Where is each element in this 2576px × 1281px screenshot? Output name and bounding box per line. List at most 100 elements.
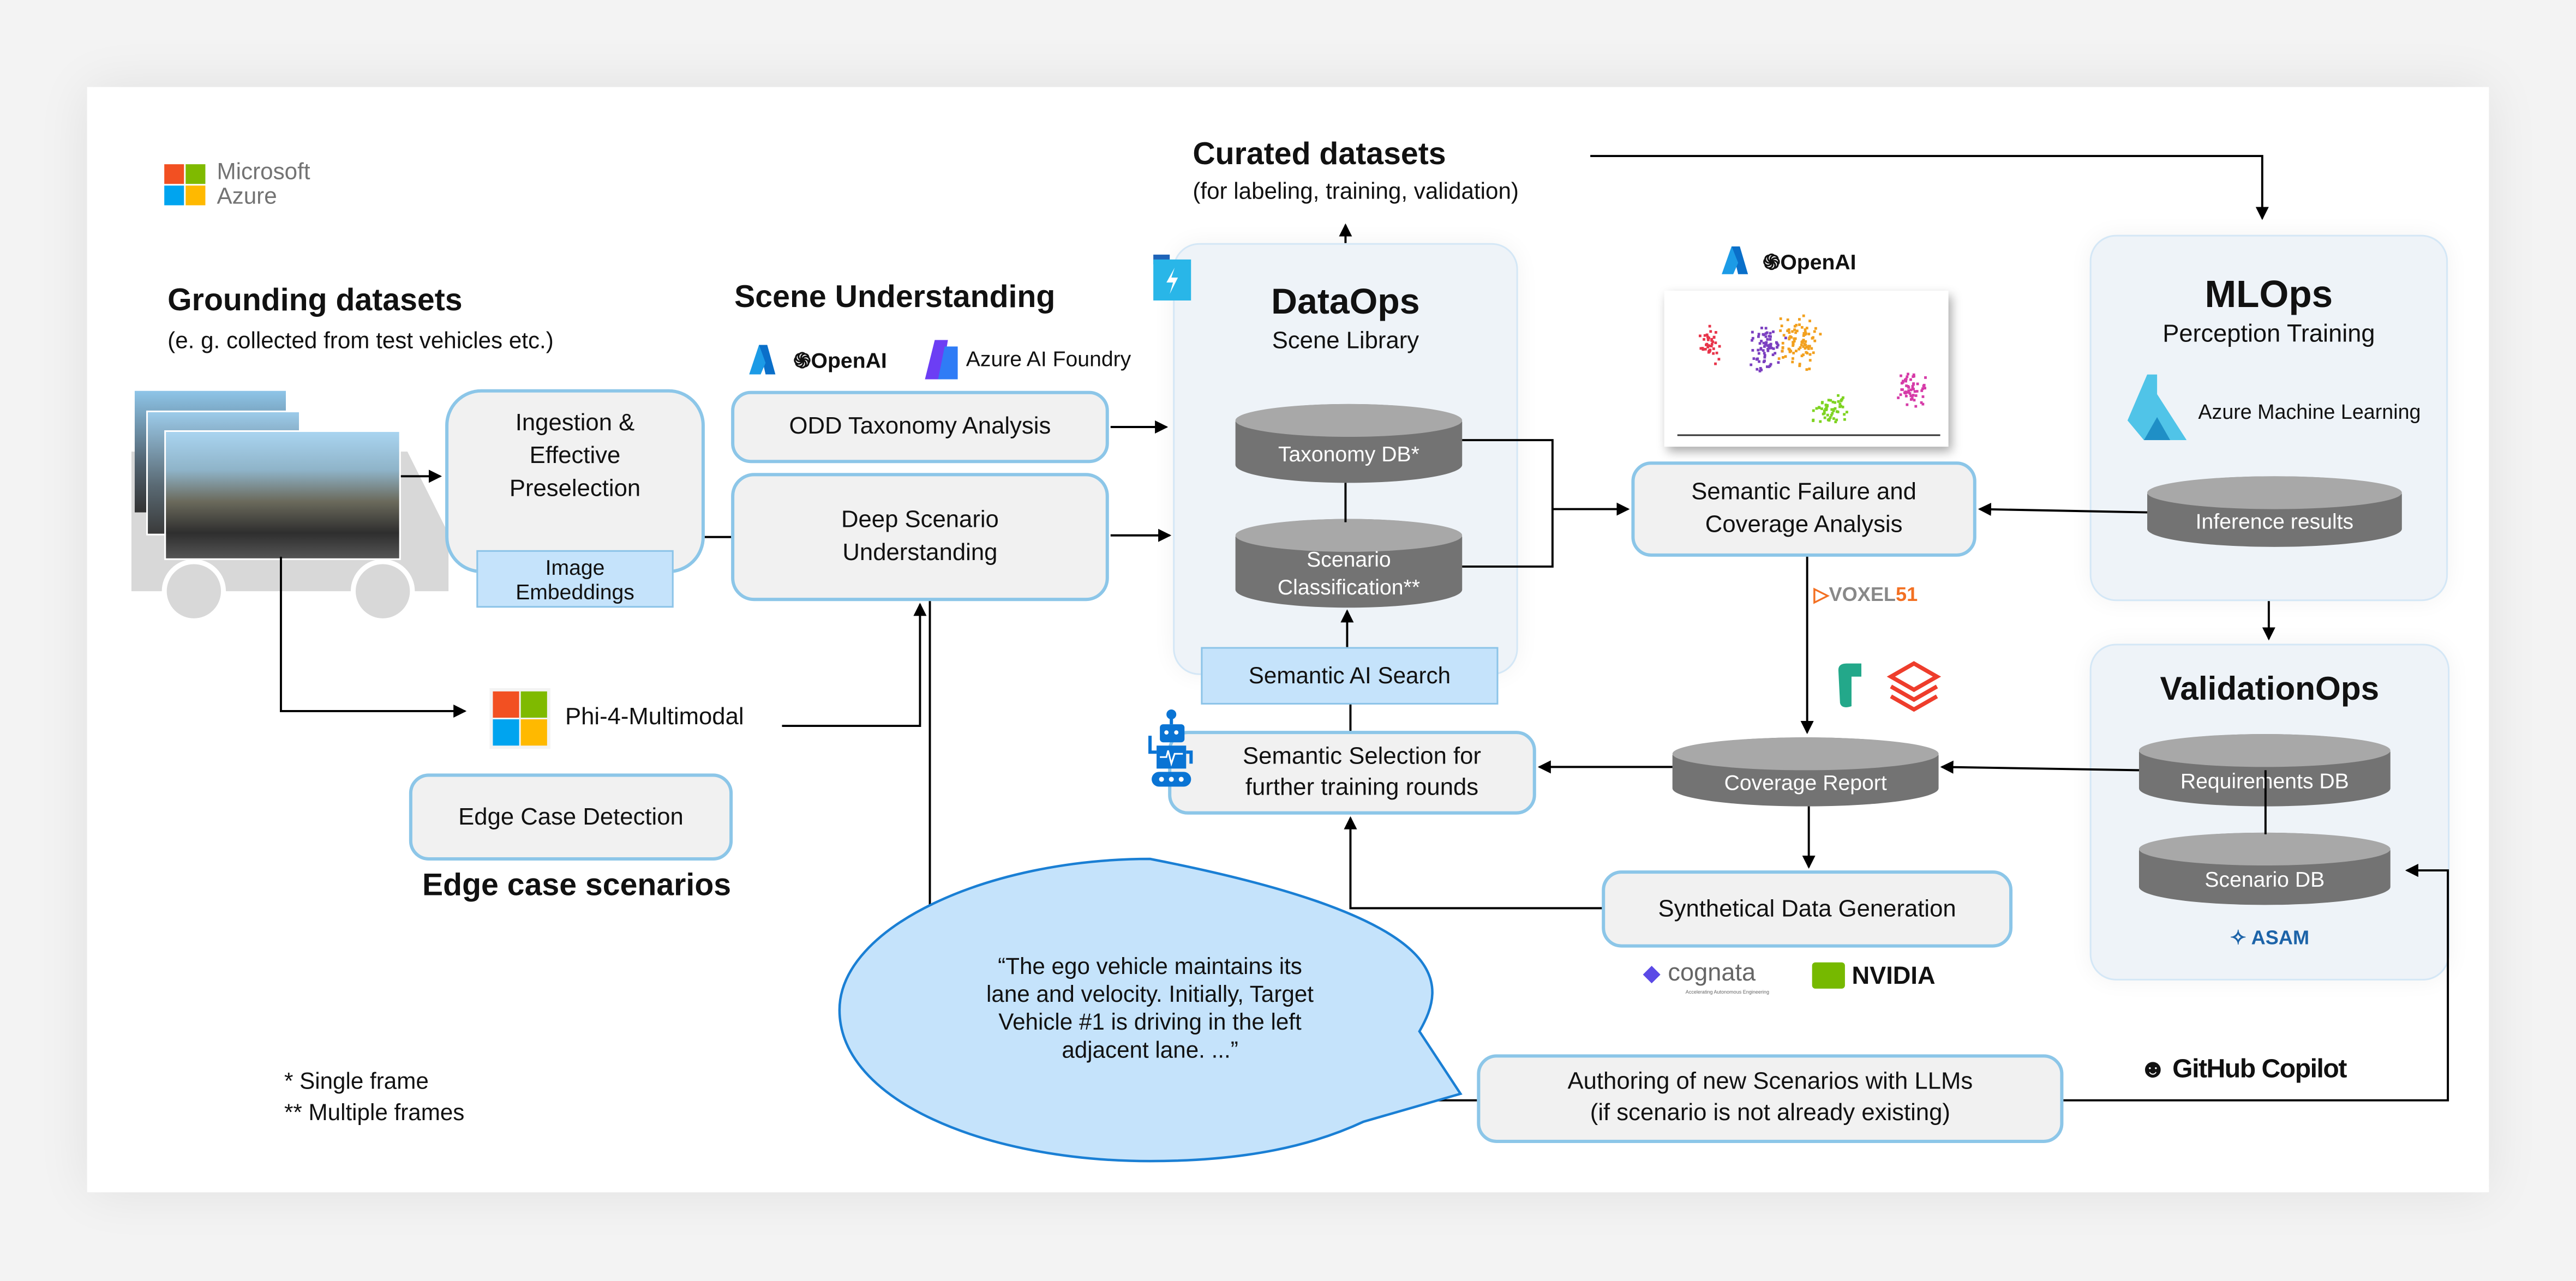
synthetical-data-generation-box[interactable]: Synthetical Data Generation bbox=[1602, 870, 2013, 948]
scatter-point bbox=[1771, 353, 1775, 356]
scatter-point bbox=[1808, 353, 1812, 356]
scatter-point bbox=[1706, 337, 1710, 340]
scatter-point bbox=[1712, 347, 1715, 350]
scatter-point bbox=[1824, 404, 1828, 406]
data-lake-icon bbox=[1153, 254, 1191, 301]
scatter-point bbox=[1813, 330, 1816, 333]
semantic-failure-coverage-analysis-box[interactable]: Semantic Failure and Coverage Analysis bbox=[1631, 461, 1976, 557]
scatter-point bbox=[1912, 383, 1915, 386]
scatter-point bbox=[1838, 405, 1841, 408]
scatter-point bbox=[1766, 338, 1769, 341]
odd-taxonomy-analysis-box[interactable]: ODD Taxonomy Analysis bbox=[731, 390, 1109, 464]
robot-icon bbox=[1148, 709, 1193, 787]
scatter-point bbox=[1703, 334, 1706, 337]
openai-label: OpenAI bbox=[1780, 249, 1856, 274]
ingestion-box[interactable]: Ingestion & Effective Preselection bbox=[445, 389, 705, 574]
coverage-report-label: Coverage Report bbox=[1724, 769, 1887, 795]
scatter-point bbox=[1924, 376, 1927, 379]
scatter-point bbox=[1768, 344, 1771, 347]
scatter-point bbox=[1786, 318, 1789, 321]
scatter-point bbox=[1751, 339, 1753, 342]
scatter-point bbox=[1905, 384, 1908, 387]
image-embeddings-box[interactable]: Image Embeddings bbox=[476, 550, 674, 608]
scatter-point bbox=[1805, 346, 1808, 349]
scatter-point bbox=[1706, 335, 1709, 339]
scatter-point bbox=[1808, 359, 1812, 362]
scatter-point bbox=[1712, 352, 1715, 355]
scatter-point bbox=[1829, 416, 1832, 419]
scatter-point bbox=[1762, 341, 1765, 345]
cognata-text: cognata bbox=[1668, 959, 1756, 987]
deep-scenario-understanding-box[interactable]: Deep Scenario Understanding bbox=[731, 473, 1109, 602]
scatter-point bbox=[1818, 406, 1820, 409]
scatter-point bbox=[1807, 346, 1810, 349]
scatter-point bbox=[1823, 410, 1826, 412]
microsoft-azure-wordmark: Microsoft Azure bbox=[217, 159, 310, 208]
scatter-point bbox=[1834, 420, 1837, 424]
scenario-db-cylinder[interactable]: Scenario DB bbox=[2138, 832, 2391, 905]
scatter-point bbox=[1912, 388, 1915, 390]
scatter-point bbox=[1757, 335, 1760, 338]
taxonomy-db-cylinder[interactable]: Taxonomy DB* bbox=[1235, 404, 1463, 483]
scenario-classification-cylinder[interactable]: Scenario Classification** bbox=[1235, 519, 1463, 608]
inference-results-label: Inference results bbox=[2195, 509, 2354, 534]
scatter-point bbox=[1812, 409, 1815, 412]
scatter-point bbox=[1763, 352, 1766, 355]
dataops-subtitle: Scene Library bbox=[1272, 328, 1419, 355]
brand-line2: Azure bbox=[217, 182, 277, 209]
scatter-point bbox=[1769, 338, 1772, 341]
scatter-point bbox=[1780, 324, 1783, 328]
scatter-point bbox=[1705, 343, 1708, 346]
scatter-point bbox=[1922, 383, 1926, 387]
coverage-report-cylinder[interactable]: Coverage Report bbox=[1672, 737, 1939, 807]
scatter-point bbox=[1781, 341, 1784, 345]
edge-case-detection-box[interactable]: Edge Case Detection bbox=[409, 773, 733, 861]
scatter-point bbox=[1834, 401, 1837, 404]
semantic-selection-box[interactable]: Semantic Selection for further training … bbox=[1168, 731, 1536, 815]
grounding-subtitle: (e. g. collected from test vehicles etc.… bbox=[167, 327, 554, 353]
scatter-point bbox=[1830, 413, 1833, 417]
scatter-point bbox=[1769, 335, 1772, 338]
scatter-point bbox=[1798, 364, 1801, 368]
scatter-point bbox=[1904, 394, 1908, 398]
scatter-point bbox=[1792, 357, 1794, 360]
scatter-point bbox=[1843, 413, 1846, 416]
cognata-logo: ◆ cognata Accelerating Autonomous Engine… bbox=[1643, 959, 1770, 995]
scatter-point bbox=[1831, 400, 1835, 404]
scatter-point bbox=[1779, 329, 1782, 332]
scatter-point bbox=[1916, 382, 1919, 386]
scatter-point bbox=[1777, 357, 1781, 360]
scatter-point bbox=[1756, 368, 1759, 371]
inference-results-cylinder[interactable]: Inference results bbox=[2147, 476, 2402, 547]
scatter-point bbox=[1791, 330, 1794, 333]
scatter-point bbox=[1775, 341, 1778, 344]
scatter-point bbox=[1914, 405, 1918, 408]
scatter-point bbox=[1709, 349, 1712, 352]
scatter-point bbox=[1772, 347, 1775, 350]
openai-icon: ֍ bbox=[1763, 249, 1781, 274]
scatter-point bbox=[1841, 398, 1844, 401]
nvidia-text: NVIDIA bbox=[1852, 962, 1936, 990]
authoring-scenarios-llm-box[interactable]: Authoring of new Scenarios with LLMs (if… bbox=[1477, 1054, 2064, 1144]
scatter-point bbox=[1763, 345, 1766, 348]
scatter-point bbox=[1765, 341, 1768, 344]
scatter-point bbox=[1808, 368, 1811, 370]
scatter-point bbox=[1826, 405, 1829, 408]
scatter-point bbox=[1750, 363, 1753, 366]
scatter-point bbox=[1798, 318, 1801, 321]
scatter-point bbox=[1820, 401, 1824, 405]
scatter-point bbox=[1782, 356, 1784, 359]
ingestion-line3: Preselection bbox=[509, 476, 641, 503]
scatter-point bbox=[1794, 331, 1798, 334]
scatter-point bbox=[1907, 372, 1909, 376]
semantic-ai-search-box[interactable]: Semantic AI Search bbox=[1201, 647, 1499, 705]
scatter-point bbox=[1763, 354, 1766, 357]
scatter-point bbox=[1760, 368, 1763, 371]
scatter-point bbox=[1912, 373, 1915, 376]
requirements-db-cylinder[interactable]: Requirements DB bbox=[2138, 734, 2391, 807]
scatter-point bbox=[1781, 350, 1784, 353]
scatter-point bbox=[1829, 399, 1832, 402]
scatter-point bbox=[1838, 402, 1842, 406]
scatter-point bbox=[1800, 344, 1803, 346]
scatter-point bbox=[1795, 323, 1798, 327]
